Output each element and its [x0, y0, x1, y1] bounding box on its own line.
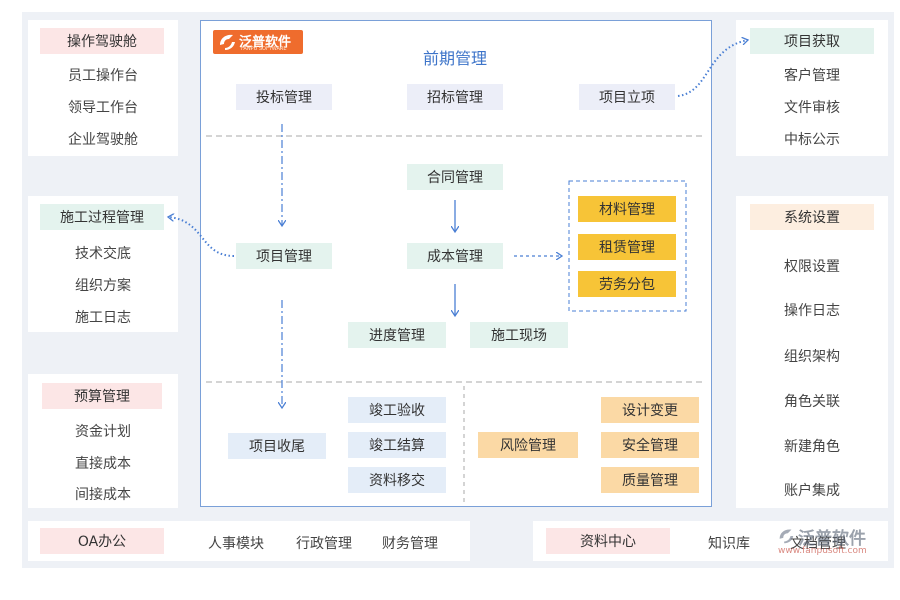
data-center-bar: 资料中心 知识库 文档管理 — [533, 521, 888, 561]
project-management[interactable]: 项目管理 — [236, 243, 332, 269]
module-cockpit: 操作驾驶舱 员工操作台 领导工作台 企业驾驶舱 — [28, 20, 178, 156]
module-cockpit-item[interactable]: 员工操作台 — [68, 68, 138, 84]
center-title: 前期管理 — [422, 49, 487, 68]
module-construction-title[interactable]: 施工过程管理 — [40, 204, 164, 230]
cost-management[interactable]: 成本管理 — [407, 243, 503, 269]
module-project-acquisition-title[interactable]: 项目获取 — [750, 28, 874, 54]
watermark-url: www.fanpusoft.com — [778, 546, 867, 556]
module-project-acquisition-item[interactable]: 客户管理 — [784, 68, 840, 84]
watermark-brand: 泛普软件 — [798, 529, 866, 549]
oa-item-finance[interactable]: 财务管理 — [382, 536, 438, 552]
cost-items-group — [568, 180, 687, 312]
data-center-item-knowledge[interactable]: 知识库 — [708, 536, 750, 552]
oa-bar: OA办公 人事模块 行政管理 财务管理 — [28, 521, 470, 561]
risk-management[interactable]: 风险管理 — [478, 432, 578, 458]
module-project-acquisition-item[interactable]: 文件审核 — [784, 100, 840, 116]
oa-item-hr[interactable]: 人事模块 — [208, 536, 264, 552]
arrow-initiation-to-acquisition — [677, 40, 748, 97]
document-handover[interactable]: 资料移交 — [348, 467, 446, 493]
module-system-settings-item[interactable]: 操作日志 — [784, 303, 840, 319]
material-management[interactable]: 材料管理 — [578, 196, 676, 222]
module-system-settings-item[interactable]: 新建角色 — [784, 439, 840, 455]
data-center-title[interactable]: 资料中心 — [546, 528, 670, 554]
module-cockpit-item[interactable]: 领导工作台 — [68, 100, 138, 116]
lease-management[interactable]: 租赁管理 — [578, 234, 676, 260]
project-closeout[interactable]: 项目收尾 — [228, 433, 326, 459]
watermark: 泛普软件 www.fanpusoft.com — [776, 524, 888, 560]
logo-icon — [220, 34, 235, 50]
module-budget: 预算管理 资金计划 直接成本 间接成本 — [28, 374, 178, 508]
design-change[interactable]: 设计变更 — [601, 397, 699, 423]
module-cockpit-title[interactable]: 操作驾驶舱 — [40, 28, 164, 54]
module-budget-item[interactable]: 间接成本 — [75, 487, 131, 503]
module-system-settings-item[interactable]: 角色关联 — [784, 394, 840, 410]
bid-management[interactable]: 投标管理 — [236, 84, 332, 110]
module-construction-item[interactable]: 组织方案 — [75, 278, 131, 294]
module-budget-item[interactable]: 直接成本 — [75, 456, 131, 472]
watermark-logo-icon — [779, 529, 794, 544]
module-construction-item[interactable]: 施工日志 — [75, 310, 131, 326]
tender-management[interactable]: 招标管理 — [407, 84, 503, 110]
contract-management[interactable]: 合同管理 — [407, 164, 503, 190]
oa-title[interactable]: OA办公 — [40, 528, 164, 554]
arrow-project-to-construction — [168, 217, 235, 257]
completion-acceptance[interactable]: 竣工验收 — [348, 397, 446, 423]
module-system-settings-item[interactable]: 组织架构 — [784, 349, 840, 365]
module-system-settings-item[interactable]: 账户集成 — [784, 483, 840, 499]
completion-settlement[interactable]: 竣工结算 — [348, 432, 446, 458]
oa-item-admin[interactable]: 行政管理 — [296, 536, 352, 552]
module-system-settings: 系统设置 权限设置 操作日志 组织架构 角色关联 新建角色 账户集成 — [736, 196, 888, 508]
quality-management[interactable]: 质量管理 — [601, 467, 699, 493]
data-center-item-documents[interactable]: 文档管理 — [790, 536, 846, 552]
logo-text: 泛普软件 — [239, 35, 292, 50]
module-project-acquisition-item[interactable]: 中标公示 — [784, 132, 840, 148]
logo-subtext: FANPU SOFTWARE — [241, 46, 287, 52]
labor-subcontract[interactable]: 劳务分包 — [578, 271, 676, 297]
module-budget-item[interactable]: 资金计划 — [75, 424, 131, 440]
construction-site[interactable]: 施工现场 — [470, 322, 568, 348]
module-cockpit-item[interactable]: 企业驾驶舱 — [68, 132, 138, 148]
logo-badge: 泛普软件 FANPU SOFTWARE — [213, 30, 303, 54]
module-system-settings-item[interactable]: 权限设置 — [784, 259, 840, 275]
module-system-settings-title[interactable]: 系统设置 — [750, 204, 874, 230]
module-construction-item[interactable]: 技术交底 — [75, 246, 131, 262]
module-construction: 施工过程管理 技术交底 组织方案 施工日志 — [28, 196, 178, 332]
module-budget-title[interactable]: 预算管理 — [42, 383, 162, 409]
module-project-acquisition: 项目获取 客户管理 文件审核 中标公示 — [736, 20, 888, 156]
progress-management[interactable]: 进度管理 — [348, 322, 446, 348]
safety-management[interactable]: 安全管理 — [601, 432, 699, 458]
project-initiation[interactable]: 项目立项 — [579, 84, 675, 110]
